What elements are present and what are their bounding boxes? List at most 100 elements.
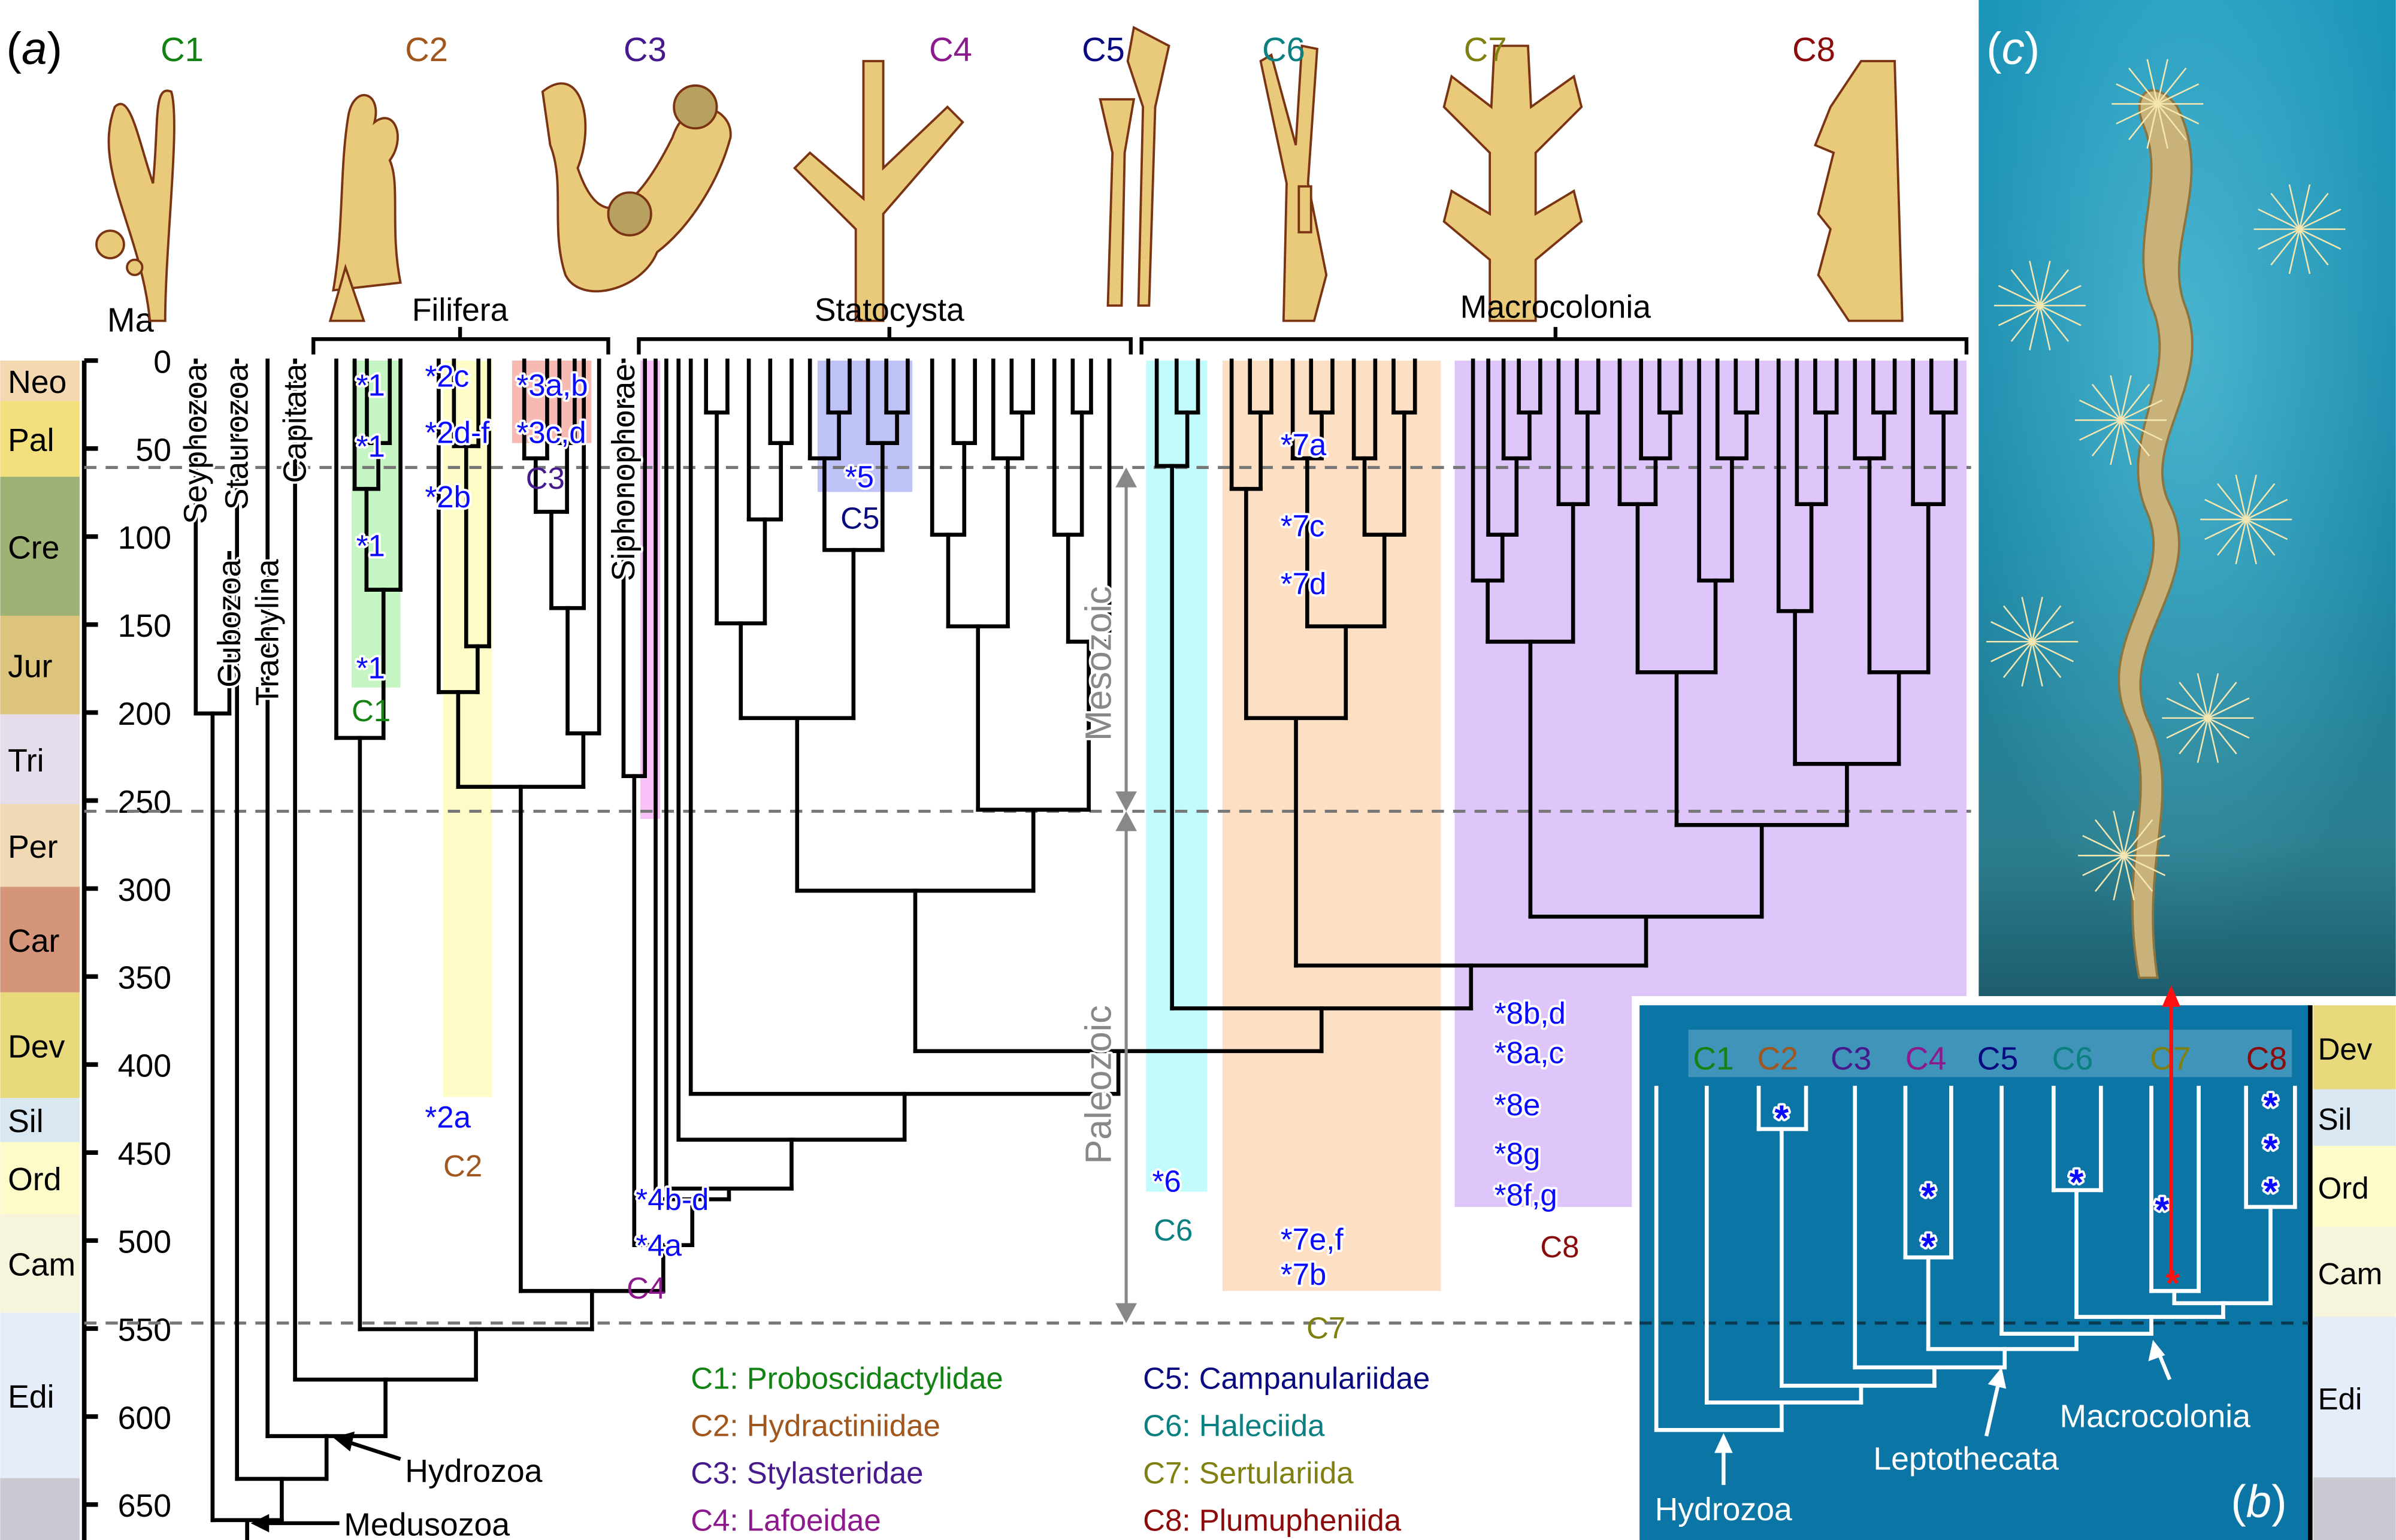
tentacle [2157, 83, 2200, 105]
tentacle [2197, 718, 2209, 763]
fossil-asterisk-icon: * [2070, 1162, 2084, 1203]
fossil-marker: *7b [1281, 1257, 1327, 1291]
panel-b-clade-label: C2 [1757, 1041, 1798, 1076]
tentacle [2079, 419, 2122, 441]
tentacle [2157, 103, 2200, 125]
tentacle [2217, 519, 2247, 556]
tentacle [2110, 375, 2122, 420]
panel-b-period-label: Edi [2318, 1382, 2362, 1416]
node-annotations: Hydrozoa Medusozoa [250, 1431, 543, 1540]
period-label: Tri [8, 743, 44, 779]
panel-b-label: (b) [2231, 1477, 2287, 1527]
tentacle [2146, 104, 2159, 149]
tentacle [2156, 67, 2187, 105]
period-label: Per [8, 830, 58, 865]
polyp [2200, 474, 2292, 565]
axis-unit: Ma [107, 301, 155, 338]
period-label: Jur [8, 649, 52, 685]
tentacle [1998, 285, 2040, 307]
taxon-labels: Seyphozoa Cubozoa Staurozoa Trachylina C… [176, 361, 644, 708]
tick-label: 150 [118, 609, 171, 644]
tentacle [2288, 229, 2301, 274]
panel-b-clade-label: C6 [2052, 1041, 2093, 1076]
hydrozoa-arrowhead [333, 1431, 355, 1452]
tentacle [2039, 285, 2082, 307]
tentacle [2204, 498, 2247, 521]
illustration-label-c8: C8 [1792, 31, 1835, 68]
tentacle [2123, 810, 2135, 856]
c1-shade [351, 360, 401, 688]
cubozoa-label: Cubozoa [212, 559, 247, 688]
tentacle [2094, 855, 2125, 892]
tentacle [2039, 305, 2051, 351]
panel-c-photo: (c) [1978, 0, 2396, 996]
panel-b-period [2313, 1317, 2396, 1478]
medusozoa-arrowhead [250, 1514, 270, 1533]
tentacle [2002, 605, 2033, 643]
panel-b-period-label: Sil [2318, 1102, 2352, 1136]
hydrozoa-arrow [343, 1439, 401, 1461]
tentacle [2207, 718, 2219, 763]
period-label: Cre [8, 530, 59, 565]
fossil-calibrations: *1*1*1*1*2c*2d-f*2b*2a*3a,b*3c,d*4b-d*4a… [354, 356, 1568, 1293]
c3-illustration [541, 82, 732, 293]
panel-b-clade-label: C5 [1977, 1041, 2018, 1076]
illustration-label-c1: C1 [161, 31, 204, 68]
c4-illustration [792, 60, 964, 322]
panel-b-clade-label: C1 [1693, 1041, 1734, 1076]
period-pre [0, 1478, 80, 1540]
tentacle [2179, 717, 2209, 755]
era-arrows [1115, 467, 1137, 1323]
polyp [2253, 184, 2346, 274]
fossil-marker: *2a [425, 1100, 471, 1134]
tentacle [2031, 597, 2043, 642]
tick-label: 400 [118, 1049, 171, 1084]
tentacle [2039, 304, 2082, 326]
fossil-marker: *8a,c [1495, 1036, 1564, 1070]
tentacle [2197, 673, 2209, 719]
illustration-label-c5: C5 [1082, 31, 1125, 68]
tick-label: 0 [153, 344, 171, 380]
fossil-marker: *7e,f [1281, 1222, 1344, 1256]
period-label: Sil [8, 1104, 44, 1139]
tentacle [2029, 261, 2041, 306]
tentacle [2029, 305, 2041, 351]
fossil-asterisk-icon: * [1774, 1097, 1789, 1138]
tick-label: 550 [118, 1312, 171, 1348]
tentacle [1990, 621, 2033, 643]
tentacle [2123, 855, 2153, 892]
tentacle [2128, 67, 2158, 105]
tentacle [2123, 834, 2166, 857]
period-Ord [0, 1142, 80, 1215]
tentacle [2179, 682, 2209, 719]
tentacle [2120, 383, 2150, 421]
panel-b-clade-label: C3 [1831, 1041, 1871, 1076]
tentacle [2021, 641, 2033, 687]
panel-b-tree [1654, 1085, 2297, 1432]
tentacle [2245, 474, 2257, 520]
tentacle [2156, 104, 2169, 149]
clade-label-c6: C6 [1154, 1213, 1193, 1247]
tentacle [2270, 192, 2300, 230]
macrocolonia-bracket [1139, 326, 1969, 355]
tentacle [2031, 641, 2043, 687]
fossil-marker: *8g [1495, 1137, 1541, 1171]
tick-label: 50 [135, 432, 171, 468]
period-Pal [0, 401, 80, 477]
panel-b-period [2313, 1005, 2396, 1090]
hydroid-colony [2117, 89, 2194, 979]
polyp [2078, 810, 2170, 901]
tentacle [2298, 184, 2311, 229]
clade-label-c7: C7 [1306, 1311, 1345, 1345]
tentacle [2002, 641, 2033, 678]
period-label: Edi [8, 1379, 54, 1415]
tentacle [2235, 519, 2247, 565]
fossil-marker: *4b-d [636, 1182, 709, 1217]
panel-b-period [2313, 1145, 2396, 1227]
tentacle [2123, 819, 2153, 857]
